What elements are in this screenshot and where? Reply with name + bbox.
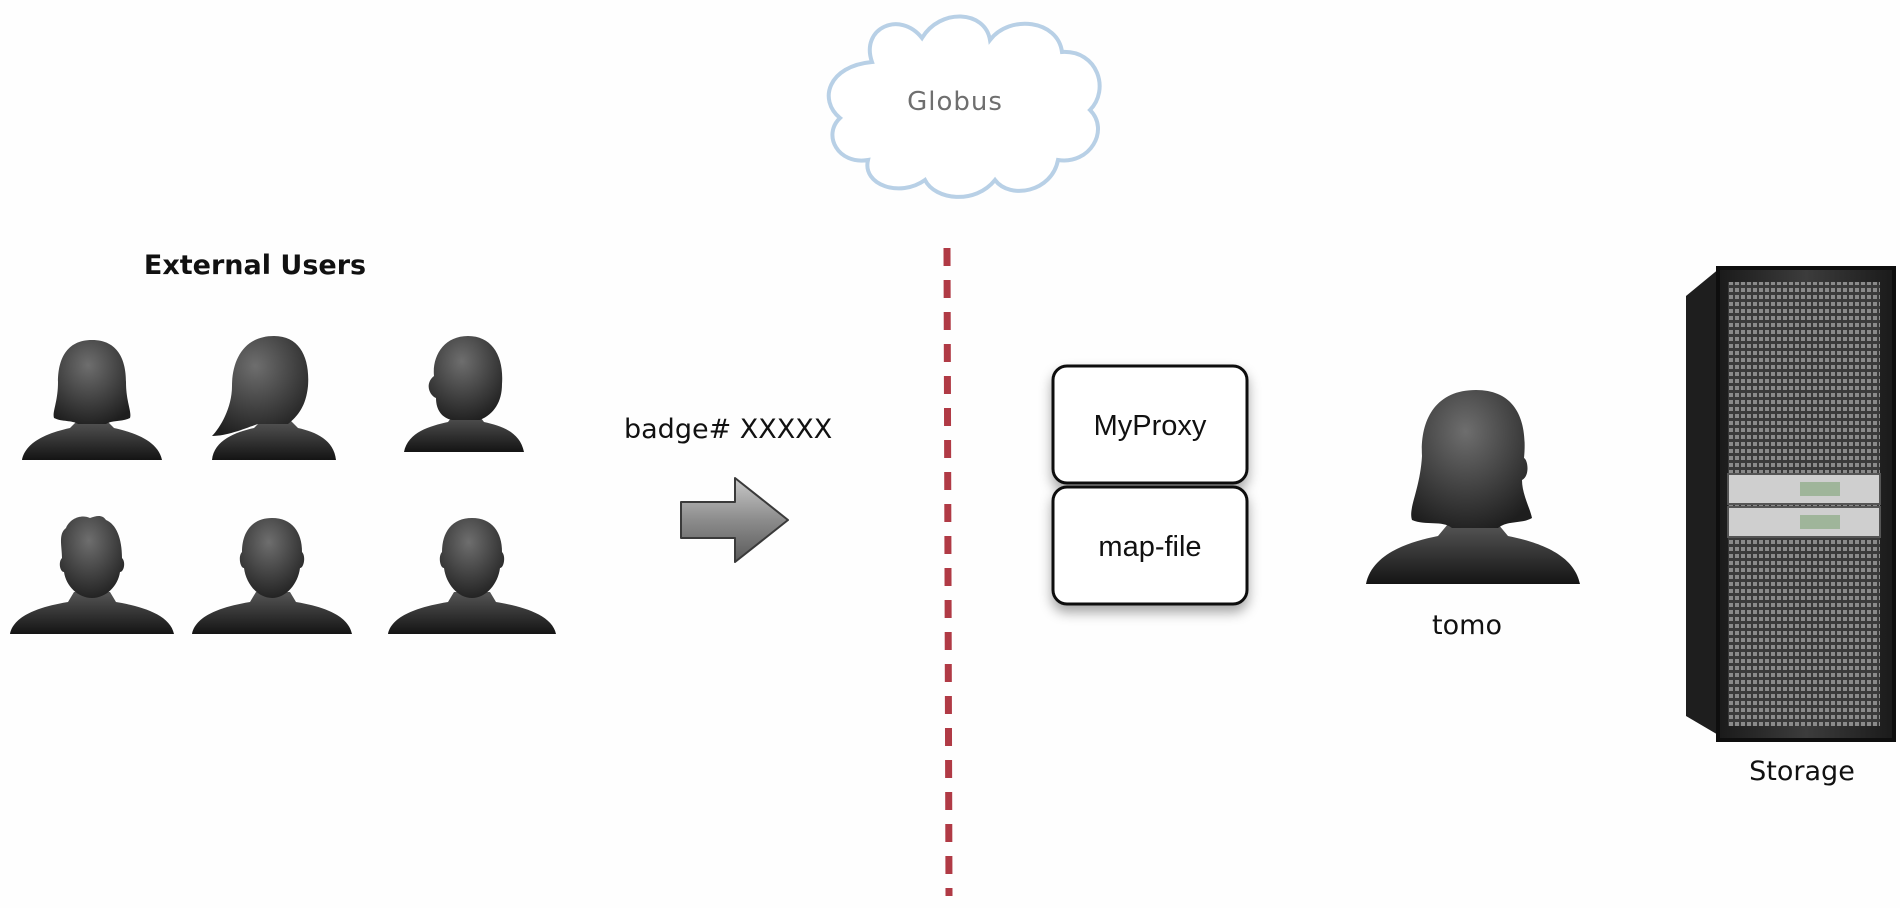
storage-label: Storage [1749,756,1855,787]
map-file-box [1051,485,1249,606]
local-user-avatar [1366,390,1580,584]
external-user-avatar [404,336,524,452]
storage-rack-icon [1686,266,1896,742]
external-user-avatar [10,516,174,634]
auth-boxes [1051,364,1249,606]
security-boundary-line [943,247,953,897]
map-file-label: map-file [1098,531,1201,563]
external-user-avatar [22,340,162,460]
badge-label: badge# XXXXX [624,414,832,445]
external-users-title: External Users [144,250,366,281]
globus-label: Globus [907,87,1003,117]
myproxy-box [1051,364,1249,485]
tomo-label: tomo [1432,610,1502,641]
myproxy-label: MyProxy [1094,410,1207,442]
external-user-avatar [388,518,556,634]
external-user-avatar [192,518,352,634]
right-arrow-icon [680,477,789,563]
external-user-avatar [212,336,336,460]
globus-cloud-icon: Globus [826,14,1102,199]
